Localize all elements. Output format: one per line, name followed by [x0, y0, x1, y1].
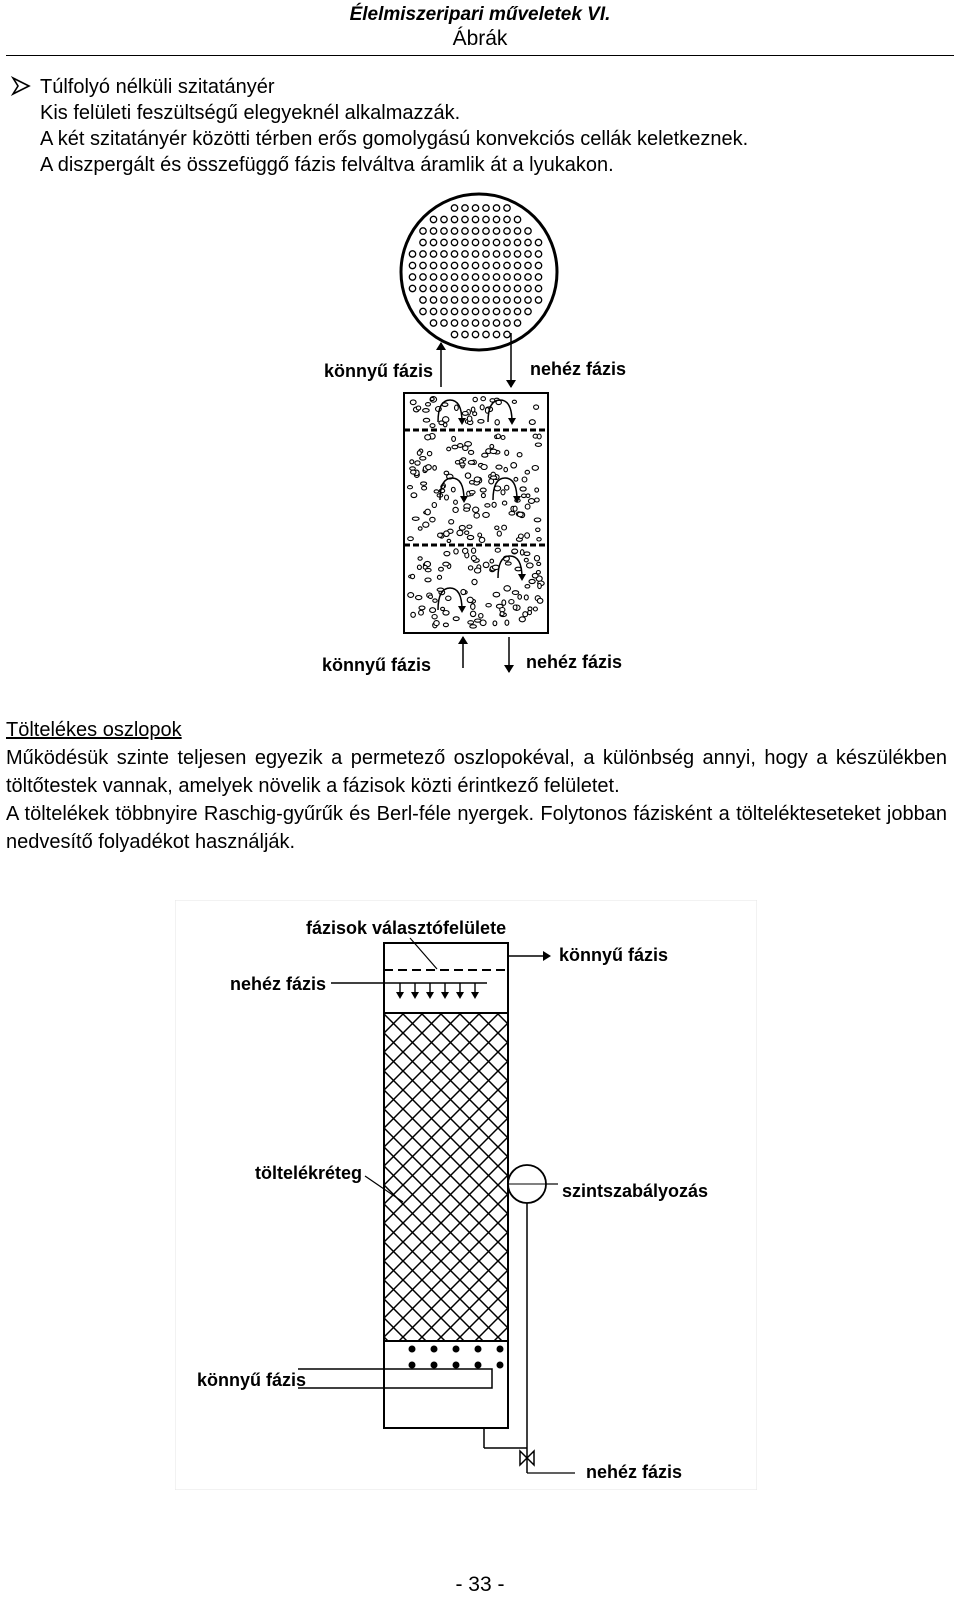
interface-pointer: [409, 937, 438, 970]
light-phase-bottom-label: könnyű fázis: [322, 655, 431, 675]
document-subtitle: Ábrák: [452, 27, 508, 50]
header-divider: [6, 55, 954, 56]
packing-layer-label: töltelékréteg: [255, 1163, 362, 1183]
heavy-phase-outlet-label: nehéz fázis: [586, 1462, 682, 1482]
perforated-plate-illustration: [399, 192, 559, 352]
light-phase-outlet-arrow: [508, 951, 551, 961]
section-heading: Töltelékes oszlopok: [6, 719, 182, 741]
heavy-phase-bottom-label: nehéz fázis: [526, 652, 622, 672]
heavy-phase-inlet-label: nehéz fázis: [230, 974, 326, 994]
level-control-label: szintszabályozás: [562, 1181, 708, 1201]
text-line: Kis felületi feszültségű elegyeknél alka…: [40, 102, 461, 124]
arrowhead-bullet-icon: [10, 76, 31, 96]
level-controller-illustration: [483, 1164, 575, 1474]
paragraph: Működésük szinte teljesen egyezik a perm…: [6, 747, 947, 797]
page-number: - 33 -: [455, 1573, 505, 1596]
sieve-tray-section: Túlfolyó nélküli szitatányér Kis felület…: [40, 74, 748, 178]
column-body-illustration: [383, 942, 509, 1429]
column-illustration: [403, 333, 549, 673]
packed-column-section: Töltelékes oszlopok Működésük szinte tel…: [6, 716, 947, 856]
text-line: A diszpergált és összefüggő fázis felvál…: [40, 154, 614, 176]
sieve-tray-figure: könnyű fázis nehéz fázis könnyű fázis ne…: [322, 192, 626, 675]
document-title: Élelmiszeripari műveletek VI.: [349, 4, 611, 25]
page-header: Élelmiszeripari műveletek VI. Ábrák: [0, 4, 960, 52]
light-phase-inlet-label: könnyű fázis: [197, 1370, 306, 1390]
light-phase-outlet-label: könnyű fázis: [559, 945, 668, 965]
bubbles-illustration: [408, 1345, 504, 1369]
light-phase-inlet-pipe: [298, 1368, 493, 1389]
text-line: A két szitatányér közötti térben erős go…: [40, 128, 749, 150]
packed-column-figure: fázisok választófelülete nehéz fázis kön…: [175, 900, 757, 1490]
packing-pointer: [364, 1175, 404, 1203]
paragraph: A töltelékek többnyire Raschig-gyűrűk és…: [6, 803, 947, 853]
light-phase-top-label: könnyű fázis: [324, 361, 433, 381]
heavy-phase-top-label: nehéz fázis: [530, 359, 626, 379]
section-heading: Túlfolyó nélküli szitatányér: [40, 76, 275, 98]
interface-label: fázisok választófelülete: [306, 918, 506, 938]
distributor-arrows: [396, 983, 479, 999]
